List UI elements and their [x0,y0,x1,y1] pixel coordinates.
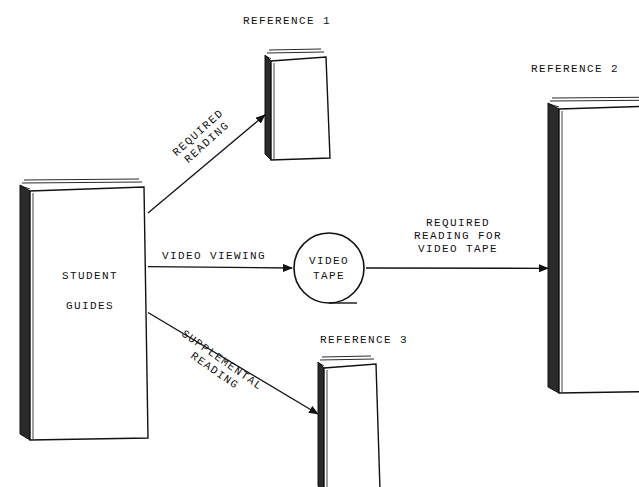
reference-book: REFERENCE 1 [265,55,330,160]
edge-label: REQUIRED READING FOR VIDEO TAPE [410,217,506,256]
video-tape-reel: VIDEO TAPE [292,232,366,304]
book-hinge [562,111,563,392]
tape-circle [294,233,364,303]
edge-label: REQUIRED READING [166,103,240,173]
book-pages [319,356,374,366]
book-outline [548,103,639,393]
book-pages [21,179,142,189]
book-spine [265,55,271,160]
book-spine [318,362,324,487]
reference-heading: REFERENCE 3 [314,334,414,347]
arrow-connector [148,313,318,415]
tape-outline [292,232,366,304]
book-cover [271,57,330,160]
edge-label: VIDEO VIEWING [149,250,279,263]
book-pages [549,97,639,107]
reference-heading: REFERENCE 1 [237,15,337,28]
node-text: STUDENT GUIDES [54,261,126,321]
book-hinge [33,193,34,439]
book-cover [324,364,380,487]
arrow-connector [366,267,548,269]
book-outline [265,55,330,160]
book-pages [266,49,324,59]
reference-heading: REFERENCE 2 [520,63,630,76]
book-outline [318,362,380,487]
book-spine [548,103,559,393]
book-outline [20,185,148,440]
edge-label: SUPPLEMENTAL READING [168,326,268,407]
reference-book: REFERENCE 2 [548,103,639,393]
book-cover [559,105,639,393]
arrow-connector [148,267,292,268]
tape-tail [329,302,357,303]
book-spine [20,185,30,440]
book-hinge [274,63,275,159]
reference-book: REFERENCE 3 [318,362,380,487]
book-cover [30,187,148,440]
book-hinge [327,370,328,487]
student-guide-book: STUDENT GUIDES [20,185,148,440]
node-text: VIDEO TAPE [302,254,356,284]
